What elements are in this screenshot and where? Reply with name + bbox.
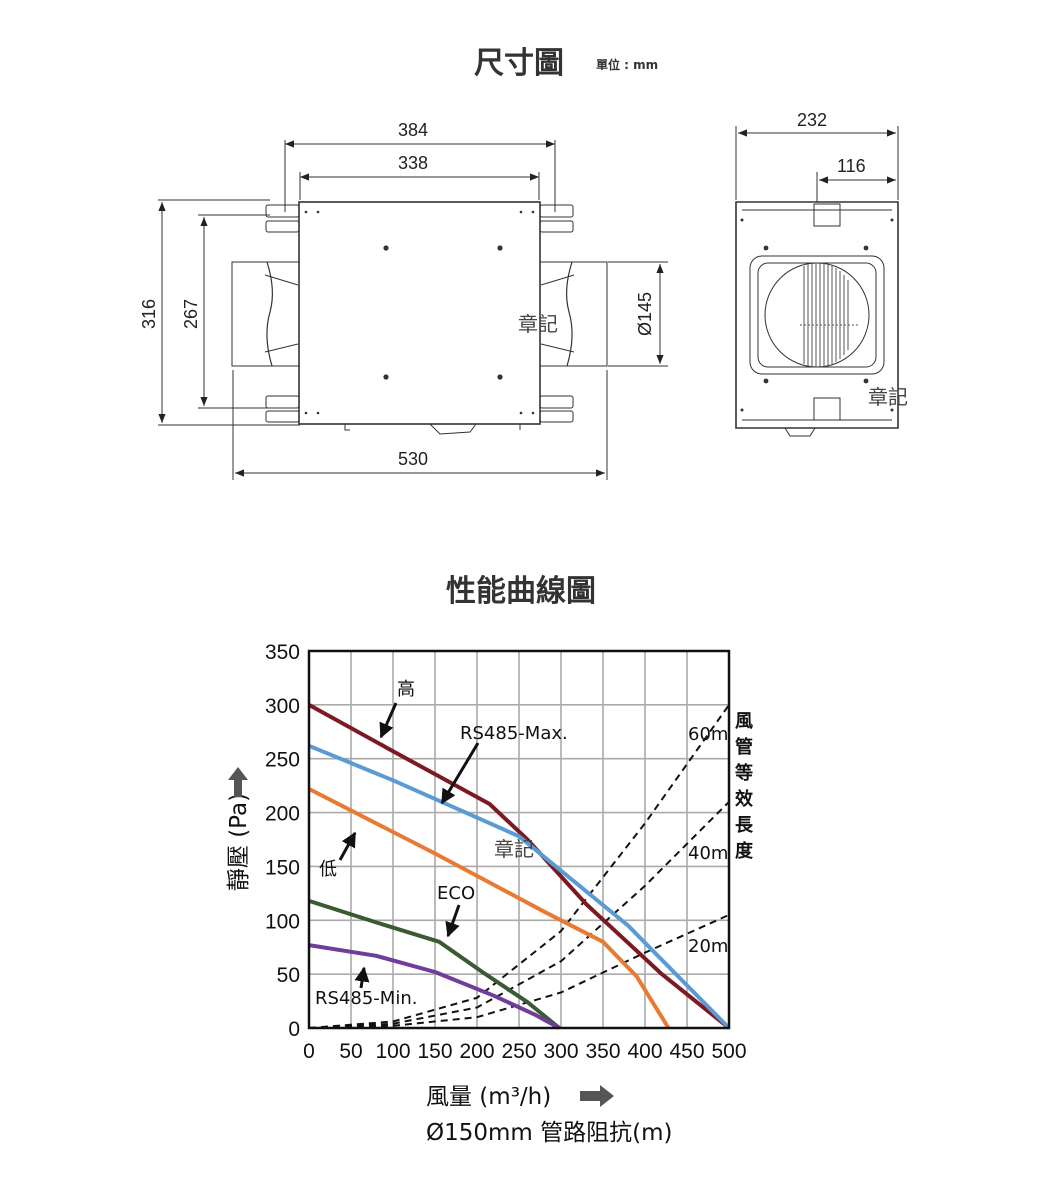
fan-curve-4	[308, 943, 561, 1030]
svg-text:效: 效	[735, 788, 754, 810]
fan-curve-1	[308, 743, 731, 1030]
x-tick-label: 500	[711, 1040, 746, 1063]
y-tick-label: 150	[265, 856, 300, 879]
x-tick-label: 200	[459, 1040, 494, 1063]
y-tick-label: 350	[265, 641, 300, 664]
y-tick-label: 250	[265, 749, 300, 772]
x-tick-labels: 0 50 100 150 200 250 300 350 400 450 500	[303, 1040, 746, 1063]
y-tick-label: 200	[265, 803, 300, 826]
y-axis-arrow-icon	[228, 767, 248, 797]
watermark: 章記	[868, 385, 908, 409]
fan-curve-0	[308, 703, 731, 1030]
svg-text:風: 風	[735, 711, 753, 732]
watermark: 章記	[494, 837, 534, 861]
x-axis-sublabel: Ø150mm 管路阻抗(m)	[426, 1120, 672, 1146]
x-tick-label: 50	[339, 1040, 362, 1063]
x-tick-label: 350	[585, 1040, 620, 1063]
dimension-title: 尺寸圖	[474, 46, 564, 81]
annotation-arrows	[338, 702, 480, 989]
y-tick-labels: 0 50 100 150 200 250 300 350	[265, 641, 300, 1041]
fan-curves	[308, 703, 731, 1030]
y-tick-label: 0	[288, 1018, 300, 1041]
front-view-screws	[304, 210, 535, 415]
svg-text:長: 長	[735, 815, 754, 836]
x-tick-label: 0	[303, 1040, 315, 1063]
fan-curve-3	[308, 898, 561, 1030]
label-high: 高	[397, 679, 415, 700]
dim-316: 316	[139, 299, 159, 329]
fan-curve-2	[308, 787, 671, 1030]
watermark: 章記	[518, 312, 558, 336]
duct-length-label: 風 管 等 效 長 度	[735, 711, 754, 862]
y-tick-label: 300	[265, 695, 300, 718]
dim-232: 232	[797, 110, 827, 130]
performance-title: 性能曲線圖	[446, 574, 596, 609]
y-axis-label: 靜壓 (Pa)	[226, 793, 252, 891]
plot-frame	[307, 649, 731, 1030]
x-tick-label: 250	[501, 1040, 536, 1063]
dim-116: 116	[837, 156, 866, 176]
resistance-curves	[308, 704, 730, 1029]
x-tick-label: 100	[375, 1040, 410, 1063]
label-rs485-min: RS485-Min.	[315, 988, 417, 1009]
resistance-label-40m: 40m	[688, 843, 728, 864]
dim-338: 338	[398, 153, 428, 173]
dim-duct-diameter: Ø145	[635, 292, 655, 336]
side-view	[735, 126, 899, 437]
resistance-curve-40m	[308, 801, 730, 1029]
svg-text:管: 管	[735, 736, 753, 758]
svg-text:度: 度	[735, 840, 754, 862]
x-tick-label: 150	[417, 1040, 452, 1063]
front-view	[158, 140, 668, 480]
x-axis-arrow-icon	[580, 1085, 614, 1107]
x-axis-label: 風量 (m³/h)	[426, 1084, 551, 1110]
resistance-label-60m: 60m	[688, 724, 728, 745]
label-low: 低	[319, 859, 337, 880]
dim-530: 530	[398, 449, 428, 469]
side-view-screws	[740, 218, 894, 412]
y-tick-label: 50	[277, 964, 300, 987]
svg-text:等: 等	[735, 762, 753, 784]
dim-267: 267	[181, 299, 201, 329]
unit-label: 單位 : mm	[596, 58, 659, 72]
side-view-fan-blades	[800, 263, 860, 367]
label-rs485-max: RS485-Max.	[460, 723, 568, 744]
x-tick-label: 400	[627, 1040, 662, 1063]
x-tick-label: 450	[669, 1040, 704, 1063]
resistance-label-20m: 20m	[688, 936, 728, 957]
y-tick-label: 100	[265, 910, 300, 933]
x-tick-label: 300	[543, 1040, 578, 1063]
dim-384: 384	[398, 120, 428, 140]
resistance-curve-20m	[308, 913, 730, 1029]
label-eco: ECO	[437, 883, 475, 904]
